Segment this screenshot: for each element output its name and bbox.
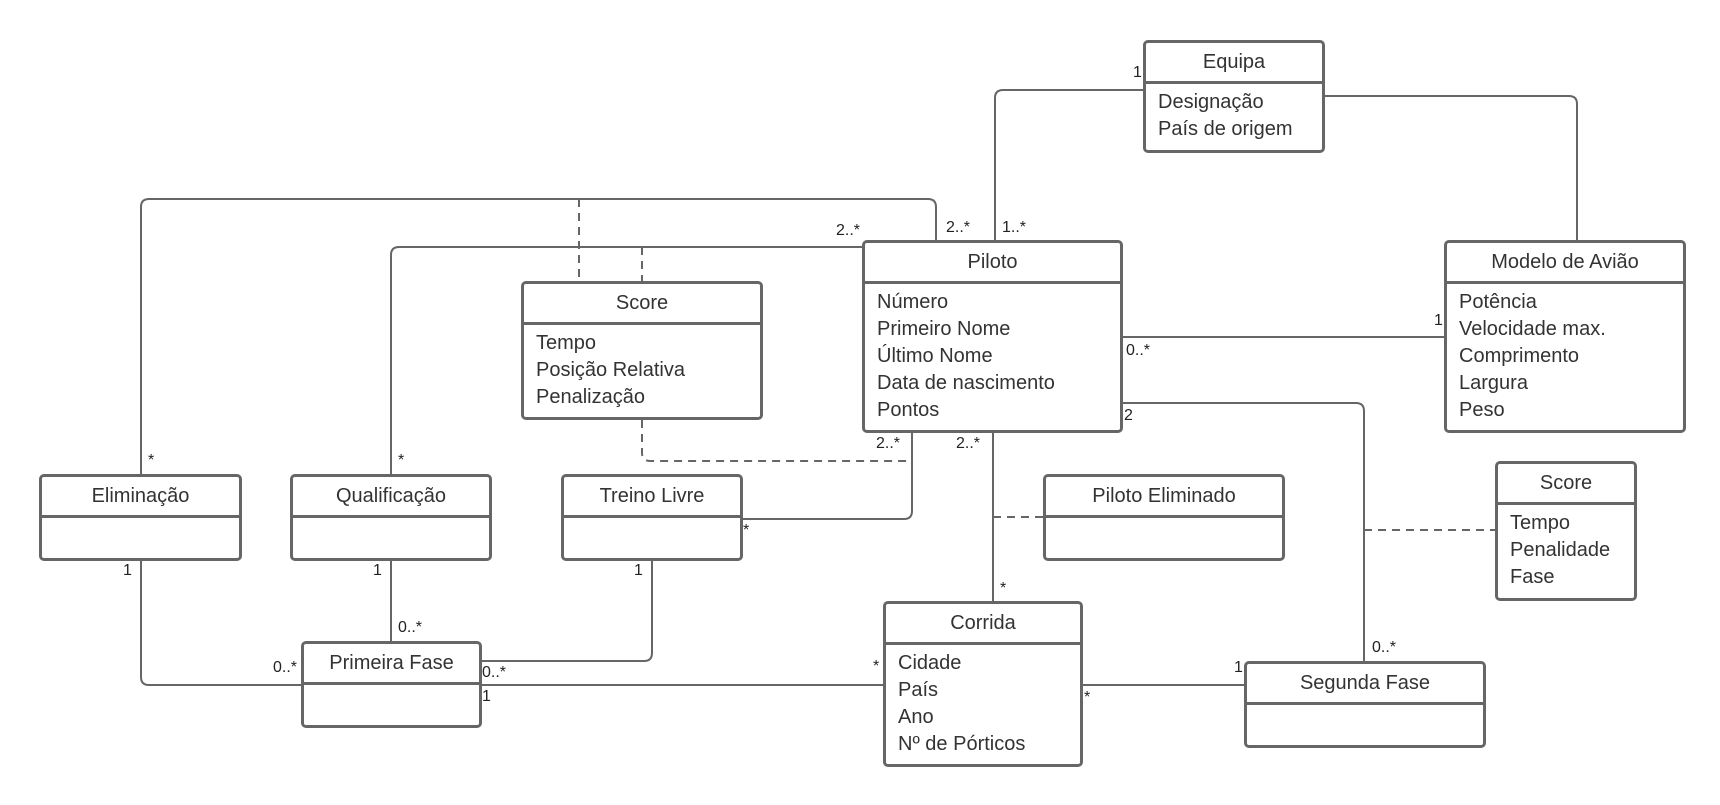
class-attributes: Número Primeiro Nome Último Nome Data de… — [865, 284, 1120, 424]
class-attributes: Tempo Posição Relativa Penalização — [524, 325, 760, 411]
attribute: Tempo — [536, 332, 597, 354]
class-piloto-eliminado[interactable]: Piloto Eliminado — [1043, 474, 1285, 561]
attribute: Ano — [898, 706, 934, 728]
class-name: Primeira Fase — [304, 644, 479, 685]
class-name: Score — [524, 284, 760, 325]
attribute: Peso — [1459, 399, 1505, 421]
attribute: Comprimento — [1459, 345, 1580, 367]
multiplicity-label: 1 — [634, 562, 643, 579]
attribute: Data de nascimento — [877, 372, 1055, 394]
multiplicity-label: 1..* — [1002, 219, 1027, 236]
class-attributes: Cidade País Ano Nº de Pórticos — [886, 645, 1080, 758]
attribute: Último Nome — [877, 345, 993, 367]
class-attributes: Potência Velocidade max. Comprimento Lar… — [1447, 284, 1683, 424]
class-name: Piloto — [865, 243, 1120, 284]
multiplicity-label: * — [743, 522, 750, 539]
attribute: País de origem — [1158, 118, 1293, 140]
attribute: País — [898, 679, 939, 701]
assoc-eliminacao-piloto — [140, 198, 937, 474]
class-primeira-fase[interactable]: Primeira Fase — [301, 641, 482, 728]
multiplicity-label: 0..* — [273, 659, 298, 676]
class-piloto[interactable]: Piloto Número Primeiro Nome Último Nome … — [862, 240, 1123, 433]
multiplicity-label: 0..* — [1126, 342, 1151, 359]
multiplicity-label: 2..* — [876, 435, 901, 452]
multiplicity-label: 2..* — [836, 222, 861, 239]
assoc-eliminacao-primeirafase — [140, 561, 301, 686]
class-equipa[interactable]: Equipa Designação País de origem — [1143, 40, 1325, 153]
class-attributes: Tempo Penalidade Fase — [1498, 505, 1634, 591]
class-name: Piloto Eliminado — [1046, 477, 1282, 518]
class-name: Corrida — [886, 604, 1080, 645]
attribute: Largura — [1459, 372, 1528, 394]
multiplicity-label: 2..* — [956, 435, 981, 452]
attribute: Penalidade — [1510, 539, 1611, 561]
assoc-piloto-segundafase — [1123, 402, 1365, 661]
attribute: Potência — [1459, 291, 1537, 313]
multiplicity-label: 2..* — [946, 219, 971, 236]
multiplicity-label: 1 — [1234, 659, 1243, 676]
class-name: Segunda Fase — [1247, 664, 1483, 705]
class-name: Qualificação — [293, 477, 489, 518]
assoc-equipa-modelo — [1325, 95, 1578, 240]
assoc-treino-primeirafase — [482, 561, 653, 662]
multiplicity-label: * — [873, 658, 880, 675]
attribute: Cidade — [898, 652, 962, 674]
class-eliminacao[interactable]: Eliminação — [39, 474, 242, 561]
class-qualificacao[interactable]: Qualificação — [290, 474, 492, 561]
multiplicity-label: * — [1000, 580, 1007, 597]
class-score-2[interactable]: Score Tempo Penalidade Fase — [1495, 461, 1637, 601]
multiplicity-label: 1 — [1434, 312, 1443, 329]
multiplicity-label: 1 — [123, 562, 132, 579]
class-name: Treino Livre — [564, 477, 740, 518]
attribute: Pontos — [877, 399, 940, 421]
class-name: Equipa — [1146, 43, 1322, 84]
class-name: Modelo de Avião — [1447, 243, 1683, 284]
attribute: Primeiro Nome — [877, 318, 1011, 340]
multiplicity-label: * — [148, 452, 155, 469]
attribute: Penalização — [536, 386, 645, 408]
multiplicity-label: 1 — [482, 688, 491, 705]
attribute: Posição Relativa — [536, 359, 685, 381]
multiplicity-label: * — [1084, 689, 1091, 706]
multiplicity-label: 0..* — [398, 619, 423, 636]
class-name: Score — [1498, 464, 1634, 505]
assoc-equipa-piloto — [994, 89, 1143, 240]
multiplicity-label: 1 — [1133, 64, 1142, 81]
attribute: Designação — [1158, 91, 1264, 113]
class-corrida[interactable]: Corrida Cidade País Ano Nº de Pórticos — [883, 601, 1083, 767]
assoc-piloto-treino — [743, 433, 913, 520]
multiplicity-label: 2 — [1124, 407, 1133, 424]
class-score-1[interactable]: Score Tempo Posição Relativa Penalização — [521, 281, 763, 420]
class-name: Eliminação — [42, 477, 239, 518]
class-attributes: Designação País de origem — [1146, 84, 1322, 143]
attribute: Fase — [1510, 566, 1555, 588]
attribute: Número — [877, 291, 949, 313]
multiplicity-label: 0..* — [1372, 639, 1397, 656]
attribute: Nº de Pórticos — [898, 733, 1026, 755]
attribute: Tempo — [1510, 512, 1571, 534]
assoc-qualificacao-piloto — [390, 246, 862, 474]
class-modelo-de-aviao[interactable]: Modelo de Avião Potência Velocidade max.… — [1444, 240, 1686, 433]
multiplicity-label: 0..* — [482, 664, 507, 681]
multiplicity-label: 1 — [373, 562, 382, 579]
attribute: Velocidade max. — [1459, 318, 1606, 340]
assoc-class-link-score-treino — [641, 420, 912, 462]
class-treino-livre[interactable]: Treino Livre — [561, 474, 743, 561]
class-segunda-fase[interactable]: Segunda Fase — [1244, 661, 1486, 748]
multiplicity-label: * — [398, 452, 405, 469]
